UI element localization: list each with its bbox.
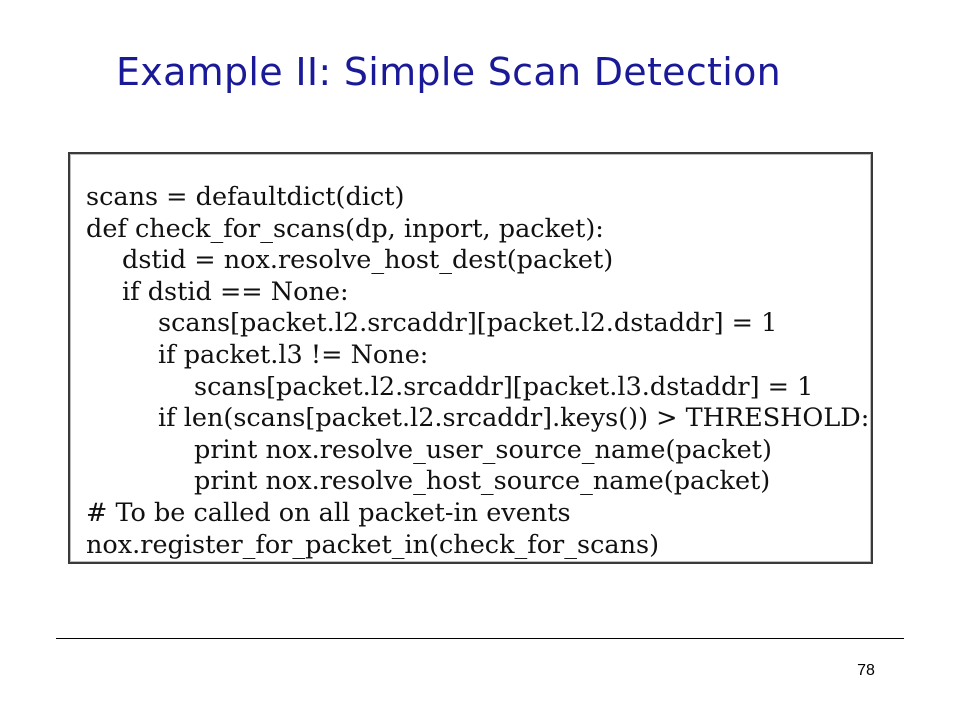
code-line: dstid = nox.resolve_host_dest(packet) [122, 245, 614, 276]
footer-divider [56, 638, 904, 639]
slide-title: Example II: Simple Scan Detection [116, 50, 782, 94]
code-line: scans[packet.l2.srcaddr][packet.l3.dstad… [194, 371, 814, 402]
code-line: if dstid == None: [122, 276, 349, 307]
code-line: print nox.resolve_user_source_name(packe… [194, 434, 772, 465]
code-line: def check_for_scans(dp, inport, packet): [86, 213, 604, 244]
code-listing-box: scans = defaultdict(dict) def check_for_… [68, 152, 873, 564]
code-line: if packet.l3 != None: [158, 339, 429, 370]
code-comment-line: # To be called on all packet-in events [86, 497, 571, 528]
code-line: scans[packet.l2.srcaddr][packet.l2.dstad… [158, 308, 778, 339]
code-listing: scans = defaultdict(dict) def check_for_… [86, 182, 869, 561]
code-line: print nox.resolve_host_source_name(packe… [194, 466, 771, 497]
page-number: 78 [857, 662, 875, 679]
code-line: if len(scans[packet.l2.srcaddr].keys()) … [158, 403, 870, 434]
code-line: nox.register_for_packet_in(check_for_sca… [86, 529, 660, 560]
code-line: scans = defaultdict(dict) [86, 182, 405, 212]
